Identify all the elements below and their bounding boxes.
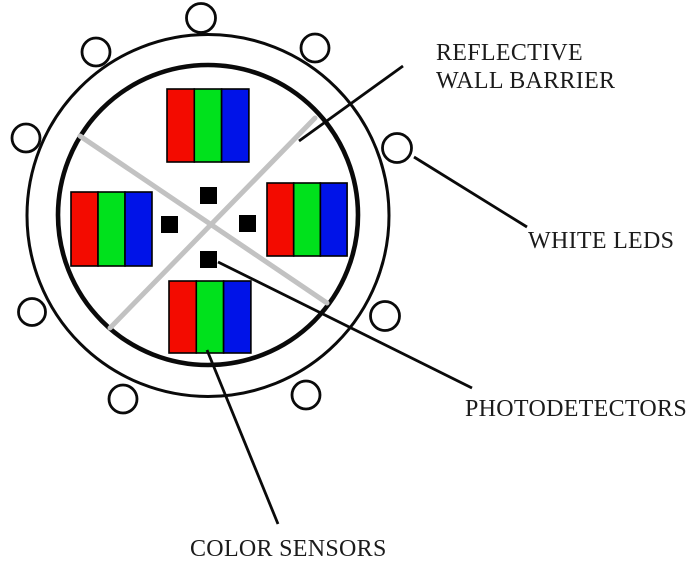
white-led-left-upper-icon [10,122,42,154]
reflective-wall-barrier-line-2 [107,115,318,331]
inner-chamber-wall [55,62,361,368]
blue-stripe [222,280,252,354]
photodetectors-label: PHOTODETECTORS [465,396,687,422]
white-led-top-icon [185,2,217,34]
photodetectors-pointer-line [217,260,473,390]
white-led-bottom-right-icon [290,379,322,411]
green-stripe [97,191,126,267]
red-stripe [166,88,196,163]
photodetector-group [161,187,256,268]
white-led-group [10,2,413,415]
color-sensor-top [166,88,250,163]
photodetector-right [239,215,256,232]
white-led-top-left-icon [80,36,112,68]
reflective-wall-barrier-label-line2: WALL BARRIER [436,68,615,94]
white-led-top-right-icon [299,32,331,64]
photodetector-bottom [200,251,217,268]
green-stripe [193,88,223,163]
reflective-wall-barrier-line-1 [77,133,330,306]
photodetector-left [161,216,178,233]
white-leds-pointer-line [413,155,528,229]
color-sensor-right [266,182,348,257]
green-stripe [195,280,225,354]
color-sensors-label: COLOR SENSORS [190,536,387,562]
reflective-wall-barrier-label-line1: REFLECTIVE [436,40,583,66]
color-sensors-pointer-line [205,349,280,525]
green-stripe [292,182,322,257]
pointer-line-group [205,64,528,525]
color-sensor-left [70,191,153,267]
photodetector-top [200,187,217,204]
white-led-right-upper-icon [381,132,413,164]
reflective-wall-barrier-pointer-line [298,64,404,143]
color-sensor-bottom [168,280,252,354]
blue-stripe [319,182,348,257]
red-stripe [168,280,198,354]
blue-stripe [220,88,250,163]
red-stripe [70,191,99,267]
outer-housing-ring [25,33,391,398]
white-leds-label: WHITE LEDS [528,228,674,254]
white-led-bottom-left-icon [107,383,139,415]
red-stripe [266,182,295,257]
reflective-wall-barrier-group [77,115,330,331]
white-led-right-lower-icon [369,300,401,332]
blue-stripe [124,191,153,267]
white-led-left-lower-icon [17,297,47,327]
